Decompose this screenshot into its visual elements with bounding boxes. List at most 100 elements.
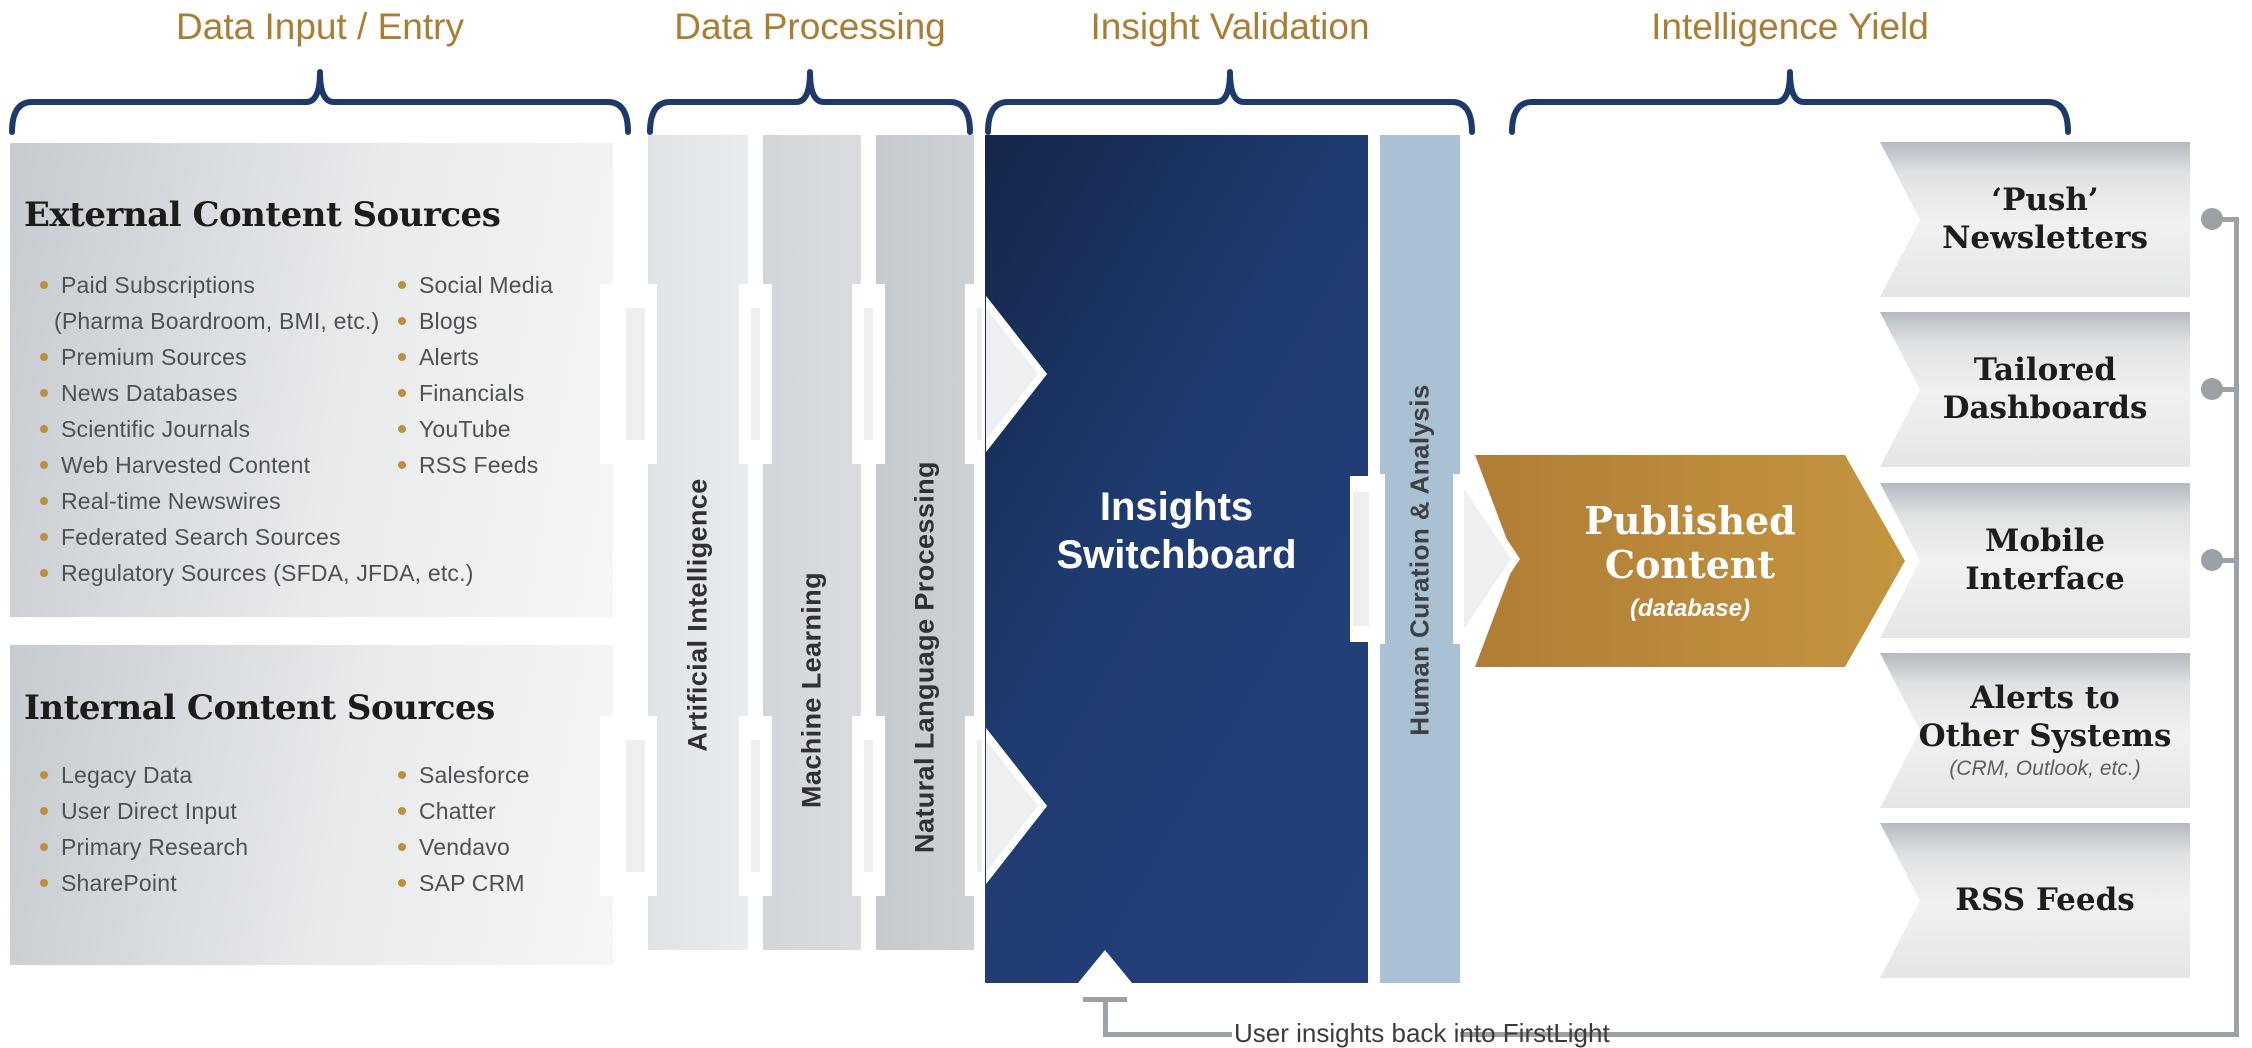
bullet-item: Paid Subscriptions bbox=[40, 267, 474, 303]
output-banner: ‘Push’Newsletters bbox=[1880, 142, 2190, 297]
brace-data-input bbox=[9, 69, 631, 135]
bullet-item-label: (Pharma Boardroom, BMI, etc.) bbox=[54, 307, 380, 334]
bullet-item-label: Scientific Journals bbox=[61, 415, 251, 442]
bullet-item-label: Regulatory Sources (SFDA, JFDA, etc.) bbox=[61, 559, 474, 586]
switchboard-notch-bottom bbox=[1078, 950, 1132, 983]
bullet-item: SAP CRM bbox=[398, 865, 530, 901]
bullet-item-label: SharePoint bbox=[61, 869, 177, 896]
bullet-item-label: Blogs bbox=[419, 307, 478, 334]
human-curation-bar: Human Curation & Analysis bbox=[1380, 135, 1460, 983]
published-label-line2: Content bbox=[1604, 542, 1776, 587]
internal-sources-title: Internal Content Sources bbox=[24, 688, 495, 728]
processing-column: Natural Language Processing bbox=[876, 135, 974, 950]
bullet-item: YouTube bbox=[398, 411, 553, 447]
arrowhead-external bbox=[986, 308, 1038, 440]
bullet-icon bbox=[40, 461, 48, 469]
bullet-item-label: Premium Sources bbox=[61, 343, 247, 370]
bullet-item: User Direct Input bbox=[40, 793, 248, 829]
brace-insight-validation bbox=[985, 69, 1475, 135]
connector-line bbox=[1460, 1032, 2239, 1037]
bullet-item: Web Harvested Content bbox=[40, 447, 474, 483]
connector-dot-icon bbox=[2201, 549, 2223, 571]
connector-stem bbox=[2218, 387, 2239, 392]
external-sources-list-left: Paid Subscriptions (Pharma Boardroom, BMI… bbox=[40, 267, 474, 591]
bullet-item: Blogs bbox=[398, 303, 553, 339]
output-banner-label: Interface bbox=[1965, 560, 2125, 597]
bullet-item-label: Primary Research bbox=[61, 833, 249, 860]
bullet-icon bbox=[40, 569, 48, 577]
bullet-icon bbox=[398, 461, 406, 469]
bullet-item-label: Alerts bbox=[419, 343, 479, 370]
bullet-icon bbox=[40, 353, 48, 361]
processing-column-label: Natural Language Processing bbox=[909, 461, 940, 853]
connector-stem bbox=[2218, 217, 2239, 222]
bullet-icon bbox=[398, 879, 406, 887]
bullet-item-label: Legacy Data bbox=[61, 761, 193, 788]
bullet-icon bbox=[398, 843, 406, 851]
bullet-item-label: Salesforce bbox=[419, 761, 530, 788]
published-content-chevron: Published Content (database) bbox=[1475, 455, 1905, 667]
connector-dot-icon bbox=[2201, 208, 2223, 230]
curation-band-stub bbox=[1353, 492, 1369, 626]
human-curation-label: Human Curation & Analysis bbox=[1404, 384, 1435, 736]
brace-intelligence-yield bbox=[1509, 69, 2071, 135]
bullet-item: Real-time Newswires bbox=[40, 483, 474, 519]
feedback-label: User insights back into FirstLight bbox=[1234, 1018, 1610, 1048]
external-sources-title: External Content Sources bbox=[24, 195, 501, 235]
processing-column: Artificial Intelligence bbox=[648, 135, 748, 950]
curation-right-notch bbox=[1453, 474, 1467, 644]
column-edge-notch bbox=[873, 716, 885, 896]
bullet-item: Vendavo bbox=[398, 829, 530, 865]
bullet-item: Primary Research bbox=[40, 829, 248, 865]
output-banner-label: Other Systems bbox=[1918, 717, 2172, 754]
bullet-item: Alerts bbox=[398, 339, 553, 375]
bullet-item: News Databases bbox=[40, 375, 474, 411]
column-edge-notch bbox=[965, 284, 977, 464]
bullet-item-label: Federated Search Sources bbox=[61, 523, 341, 550]
arrowhead-published bbox=[1464, 489, 1511, 629]
output-banner-label: RSS Feeds bbox=[1955, 881, 2135, 918]
bullet-item-label: News Databases bbox=[61, 379, 238, 406]
bullet-item: Federated Search Sources bbox=[40, 519, 474, 555]
bullet-item: SharePoint bbox=[40, 865, 248, 901]
bullet-icon bbox=[40, 807, 48, 815]
column-edge-notch bbox=[873, 284, 885, 464]
bullet-item: Scientific Journals bbox=[40, 411, 474, 447]
connector-dot-icon bbox=[2201, 378, 2223, 400]
processing-column-label: Machine Learning bbox=[796, 572, 827, 808]
column-edge-notch bbox=[739, 284, 751, 464]
output-banner-label: Tailored bbox=[1973, 352, 2117, 389]
bullet-icon bbox=[398, 807, 406, 815]
published-sublabel: (database) bbox=[1629, 594, 1751, 622]
output-banner-label: ‘Push’ bbox=[1991, 182, 2099, 219]
bullet-item: Chatter bbox=[398, 793, 530, 829]
bullet-icon bbox=[398, 317, 406, 325]
bullet-item: (Pharma Boardroom, BMI, etc.) bbox=[33, 303, 474, 339]
bullet-item-label: Financials bbox=[419, 379, 525, 406]
bullet-item-label: User Direct Input bbox=[61, 797, 237, 824]
bullet-item: Financials bbox=[398, 375, 553, 411]
bullet-icon bbox=[40, 843, 48, 851]
output-banner-sublabel: (CRM, Outlook, etc.) bbox=[1949, 756, 2141, 780]
internal-content-sources-box bbox=[10, 645, 613, 965]
connector-line bbox=[1103, 997, 1108, 1037]
connector-line bbox=[2234, 220, 2239, 1037]
bullet-item: RSS Feeds bbox=[398, 447, 553, 483]
column-edge-notch bbox=[645, 716, 657, 896]
bullet-icon bbox=[40, 533, 48, 541]
bullet-item: Social Media bbox=[398, 267, 553, 303]
output-banner-label: Dashboards bbox=[1942, 389, 2148, 426]
bullet-item: Legacy Data bbox=[40, 757, 248, 793]
bullet-icon bbox=[398, 353, 406, 361]
box-edge-notch bbox=[600, 716, 614, 896]
column-edge-notch bbox=[760, 716, 772, 896]
column-edge-notch bbox=[852, 284, 864, 464]
section-braces bbox=[9, 69, 2071, 135]
